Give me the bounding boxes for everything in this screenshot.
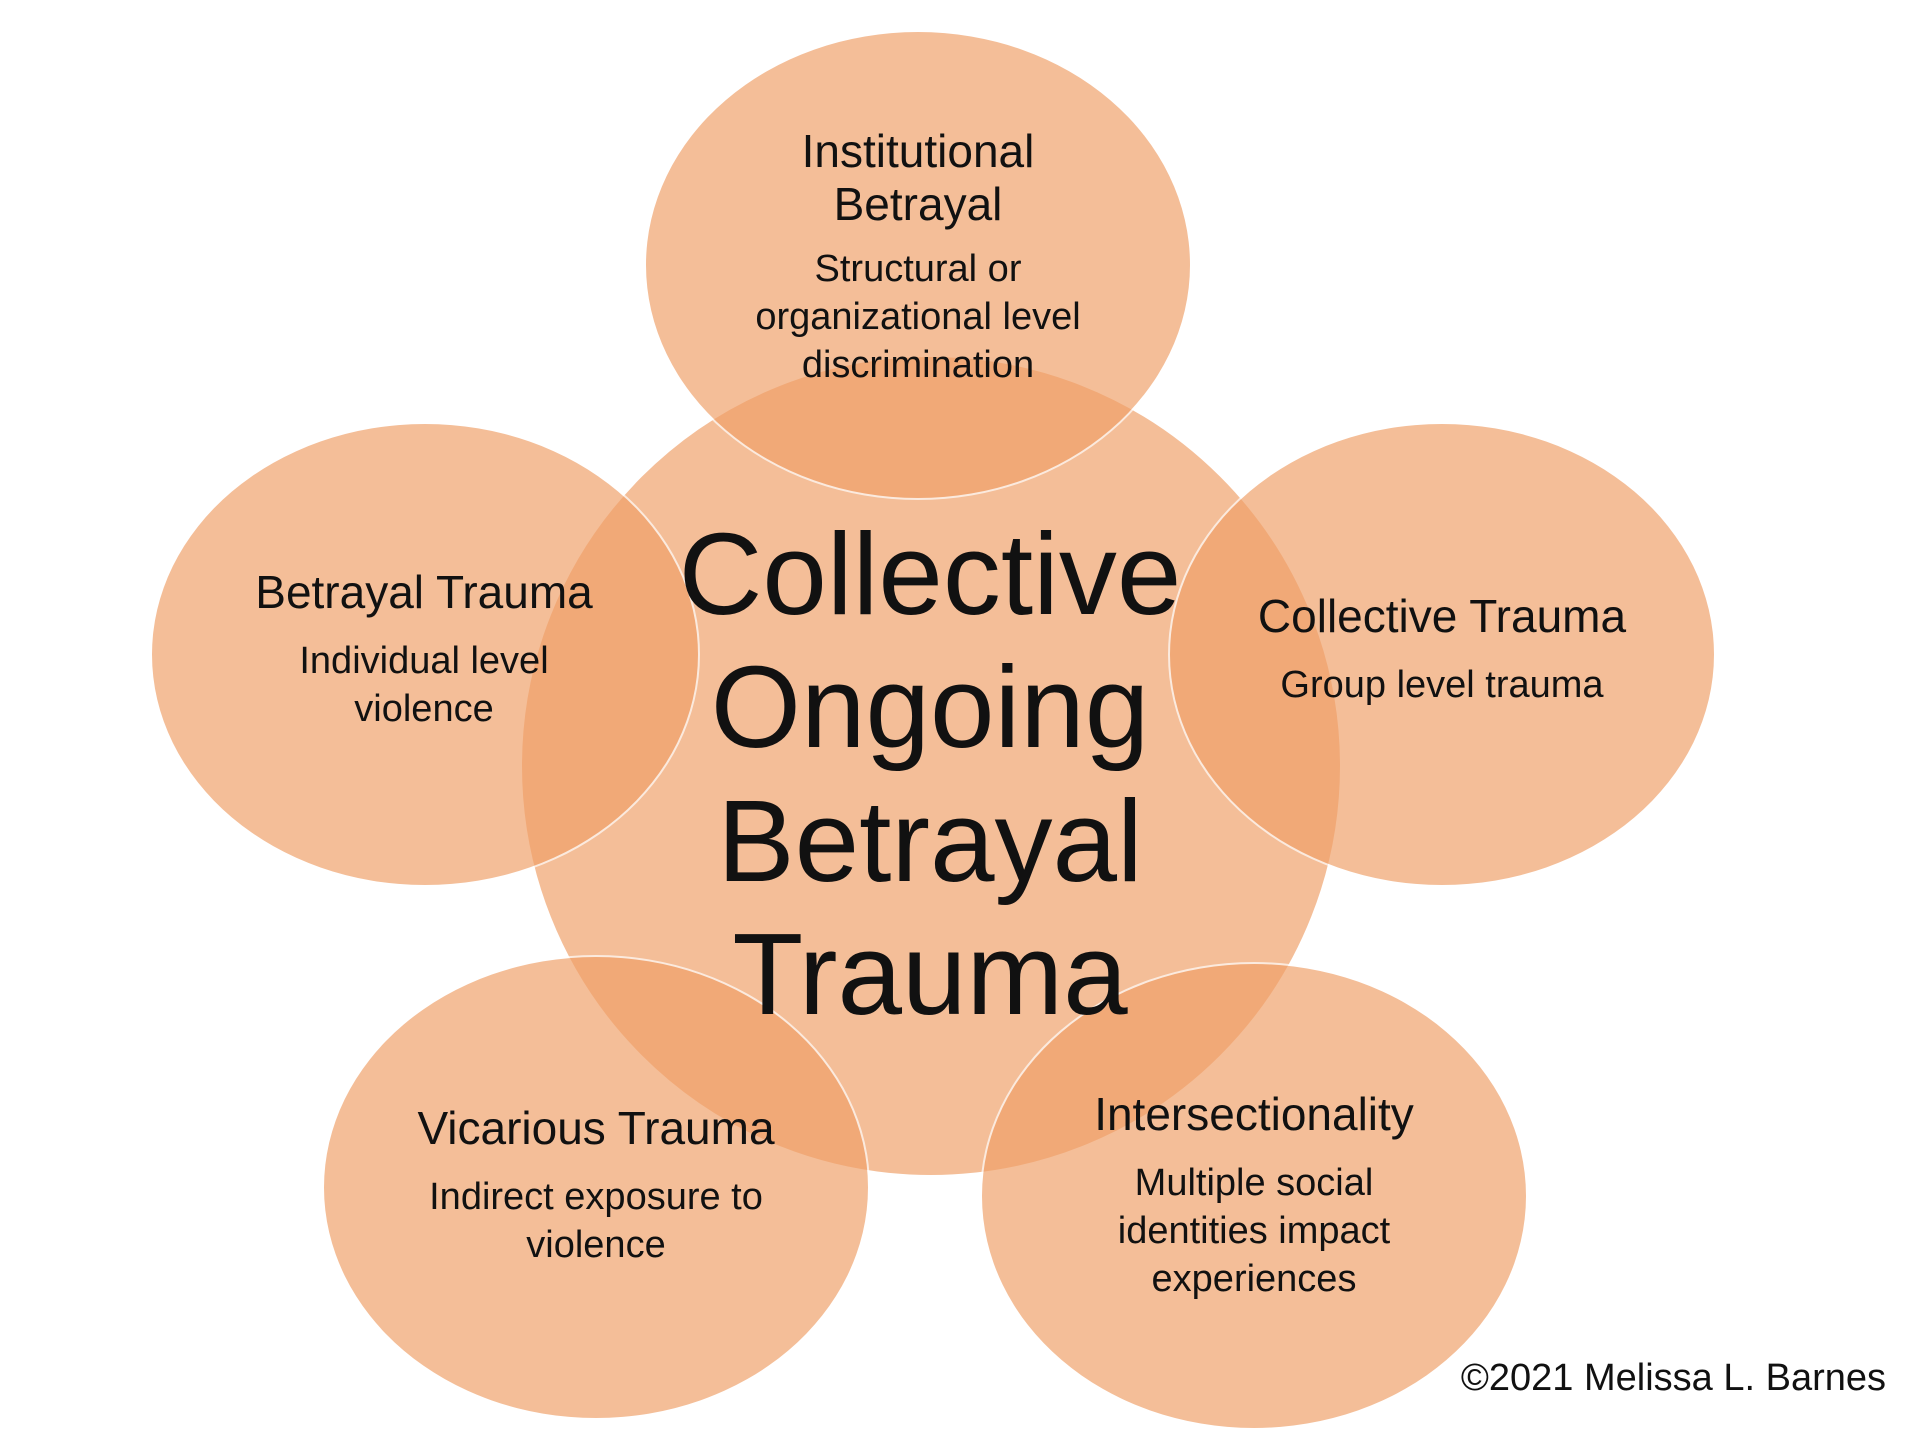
- node-description: Group level trauma: [1280, 663, 1604, 706]
- node-institutional-betrayal: Institutional Betrayal Structural or org…: [755, 125, 1080, 390]
- node-intersectionality: Intersectionality Multiple social identi…: [1094, 1088, 1414, 1304]
- node-vicarious-trauma: Vicarious Trauma Indirect exposure to vi…: [417, 1102, 774, 1269]
- circle-intersectionality: [980, 962, 1528, 1430]
- node-description: Individual level violence: [299, 639, 549, 731]
- node-title: Vicarious Trauma: [417, 1102, 775, 1154]
- node-description: Multiple social identities impact experi…: [1117, 1161, 1391, 1301]
- circle-collective-trauma: [1168, 422, 1716, 887]
- node-description: Structural or organizational level discr…: [755, 247, 1081, 387]
- node-title: Intersectionality: [1094, 1088, 1414, 1140]
- node-collective-trauma: Collective Trauma Group level trauma: [1258, 590, 1626, 709]
- circle-institutional-betrayal: [644, 30, 1192, 500]
- circle-betrayal-trauma: [150, 422, 700, 887]
- circle-vicarious-trauma: [322, 955, 870, 1420]
- node-title: Collective Trauma: [1257, 590, 1627, 642]
- copyright-text: ©2021 Melissa L. Barnes: [1460, 1357, 1886, 1399]
- node-betrayal-trauma: Betrayal Trauma Individual level violenc…: [255, 566, 592, 733]
- node-description: Indirect exposure to violence: [429, 1175, 763, 1267]
- node-title: Institutional Betrayal: [801, 125, 1035, 230]
- node-title: Betrayal Trauma: [255, 566, 593, 618]
- center-title: Collective Ongoing Betrayal Trauma: [678, 509, 1182, 1040]
